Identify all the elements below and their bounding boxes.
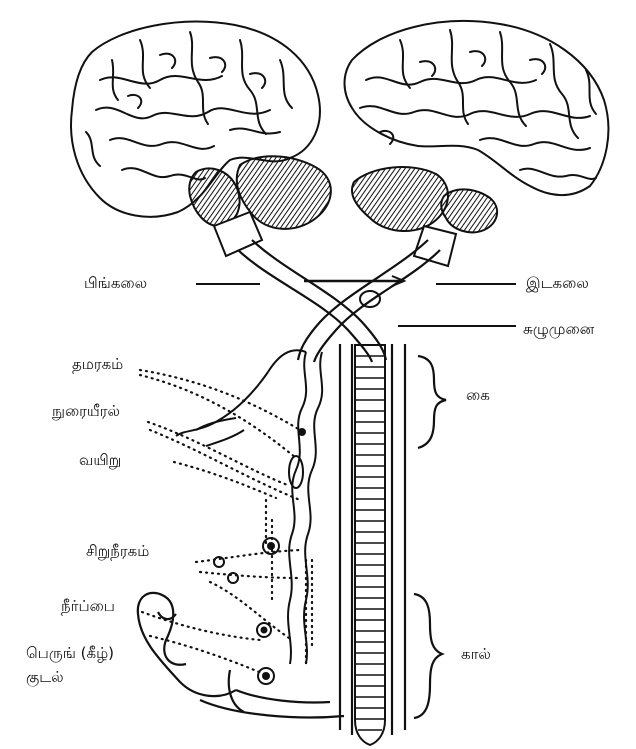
- label-intestine-line2: குடல்: [26, 669, 64, 686]
- vertebra-lines: [355, 356, 385, 730]
- label-idakalai: இடகலை: [526, 275, 589, 292]
- label-bladder: நீர்ப்பை: [61, 598, 115, 615]
- label-sushumna: சுழுமுனை: [523, 321, 594, 338]
- label-kidney: சிறுநீரகம்: [86, 543, 149, 560]
- leader-lines: [196, 284, 516, 326]
- label-thamaragam: தமரகம்: [72, 356, 123, 373]
- brace-kai: [418, 356, 446, 448]
- sympathetic-chain: [176, 350, 322, 664]
- label-stomach: வயிறு: [79, 452, 121, 469]
- spinal-column: [340, 344, 405, 745]
- ganglia: [214, 538, 279, 684]
- intestine-loop: [138, 593, 344, 718]
- label-kaal: கால்: [461, 646, 491, 663]
- right-cerebellum: [352, 167, 497, 232]
- label-intestine-line1: பெருங் (கீழ்): [26, 645, 114, 662]
- brace-kaal: [414, 594, 442, 718]
- crossing-nadis: [238, 240, 440, 362]
- label-lungs: நுரையீரல்: [52, 403, 120, 420]
- label-pingalai: பிங்கலை: [84, 275, 147, 292]
- label-kai: கை: [466, 387, 490, 404]
